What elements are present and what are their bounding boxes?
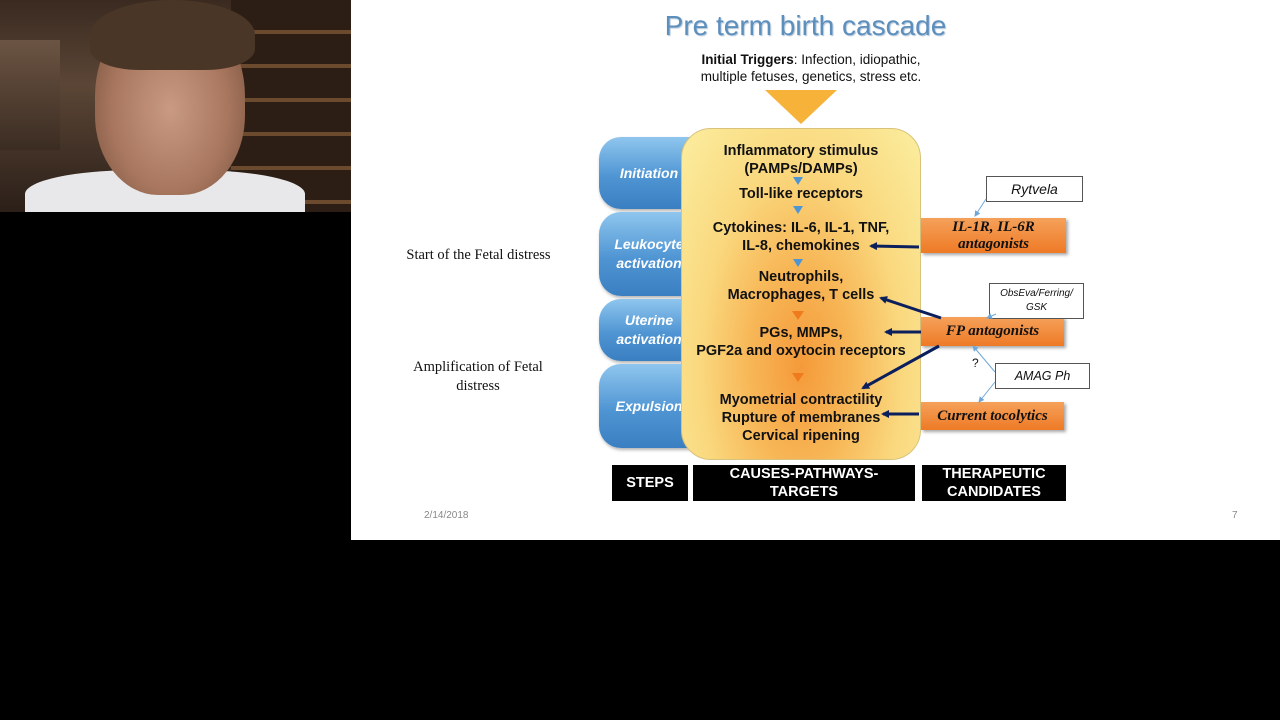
therapeutic-fp-antagonists: FP antagonists (921, 317, 1064, 346)
arrow-rytvela (974, 198, 987, 217)
cascade-expulsion: Myometrial contractility Rupture of memb… (681, 391, 921, 445)
note-question-mark: ? (972, 356, 979, 370)
initial-triggers: Initial Triggers: Infection, idiopathic,… (651, 51, 971, 85)
webcam-presenter-hair (90, 0, 255, 70)
cytokines-line1: Cytokines: IL-6, IL-1, TNF, (712, 220, 890, 236)
note-amag-ph: AMAG Ph (995, 363, 1090, 389)
label-amplification-fetal-distress: Amplification of Fetal distress (413, 359, 543, 394)
arrow-obseva (986, 313, 997, 319)
label-start-fetal-distress: Start of the Fetal distress (406, 247, 551, 263)
note-obseva-ferring-gsk: ObsEva/Ferring/ GSK (989, 283, 1084, 319)
cascade-arrow-3 (793, 259, 803, 267)
cascade-arrow-1 (793, 177, 803, 185)
cascade-inflammatory: Inflammatory stimulus (PAMPs/DAMPs) (681, 142, 921, 178)
triggers-line1: : Infection, idiopathic, (793, 52, 921, 67)
presentation-slide: Pre term birth cascade Initial Triggers:… (351, 0, 1280, 540)
slide-page-number: 7 (1232, 510, 1238, 521)
cascade-leukocytes: Neutrophils, Macrophages, T cells (681, 268, 921, 304)
triggers-label: Initial Triggers (701, 52, 794, 67)
therapeutic-current-tocolytics: Current tocolytics (921, 402, 1064, 430)
arrow-il-to-cytokines (869, 242, 920, 251)
rupture-of-membranes: Rupture of membranes (721, 410, 881, 426)
myometrial-contractility: Myometrial contractility (719, 392, 883, 408)
therapeutic-il-antagonists: IL-1R, IL-6R antagonists (921, 218, 1066, 253)
inflammatory-stimulus: Inflammatory stimulus (723, 143, 879, 159)
slide-title: Pre term birth cascade (664, 10, 947, 41)
note-rytvela: Rytvela (986, 176, 1083, 202)
slide-date: 2/14/2018 (424, 510, 469, 521)
cascade-pgs: PGs, MMPs, PGF2a and oxytocin receptors (681, 324, 921, 360)
cytokines-line2: IL-8, chemokines (742, 238, 860, 254)
cascade-arrow-4 (792, 311, 804, 320)
pgs-mmps: PGs, MMPs, (759, 325, 843, 341)
arrow-amag-tocolytics (978, 381, 996, 403)
bar-causes-pathways-targets: CAUSES-PATHWAYS-TARGETS (693, 465, 915, 501)
toll-like-receptors: Toll-like receptors (739, 186, 863, 202)
cervical-ripening: Cervical ripening (742, 428, 860, 444)
pamps-damps: (PAMPs/DAMPs) (744, 161, 858, 177)
macrophages-t-cells: Macrophages, T cells (727, 287, 875, 303)
webcam-background-lamp (0, 40, 60, 150)
cascade-arrow-2 (793, 206, 803, 214)
arrow-fp-to-leukocytes (879, 296, 942, 320)
arrow-amag-fp (972, 345, 996, 373)
connector-arrows (861, 198, 997, 418)
neutrophils: Neutrophils, (758, 269, 844, 285)
funnel-arrow (765, 90, 837, 124)
webcam-video (0, 0, 351, 212)
bar-steps: STEPS (612, 465, 688, 501)
pgf2a-oxytocin: PGF2a and oxytocin receptors (696, 343, 906, 359)
arrow-fp-to-myometrial (861, 344, 940, 390)
bar-therapeutic-candidates: THERAPEUTIC CANDIDATES (922, 465, 1066, 501)
triggers-line2: multiple fetuses, genetics, stress etc. (700, 69, 922, 84)
cascade-arrow-5 (792, 373, 804, 382)
cascade-cytokines: Cytokines: IL-6, IL-1, TNF, IL-8, chemok… (681, 219, 921, 255)
